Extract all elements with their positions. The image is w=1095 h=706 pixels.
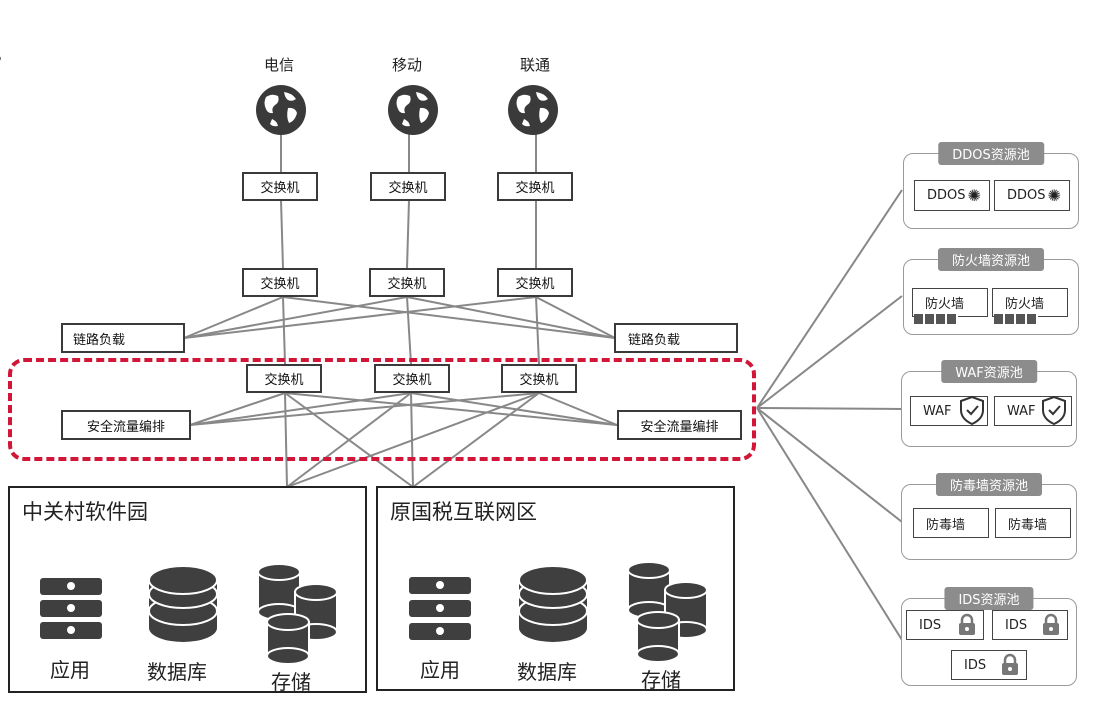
pool-waf: WAF资源池 WAF WAF: [901, 360, 1077, 447]
pool-title: DDOS资源池: [938, 142, 1044, 165]
pool-item-label: 防火墙: [1005, 297, 1045, 312]
link-balancer-left[interactable]: 链路负载: [61, 323, 185, 353]
pool-title: 防火墙资源池: [937, 248, 1045, 271]
switch-row2-b[interactable]: 交换机: [369, 268, 445, 297]
burst-icon: ✺: [1047, 186, 1061, 205]
zone-title: 原国税互联网区: [390, 500, 537, 524]
pool-item-label: IDS: [919, 617, 942, 633]
security-zone-dashed-border: [8, 358, 756, 461]
pool-item-antivirus[interactable]: 防毒墙: [913, 508, 989, 538]
isp-label-unicom: 联通: [520, 56, 551, 74]
pool-item-label: DDOS: [1007, 188, 1046, 203]
switch-row1-telecom[interactable]: 交换机: [242, 172, 318, 201]
pool-antivirus-wall: 防毒墙资源池 防毒墙 防毒墙: [901, 473, 1077, 560]
pool-item-label: 防火墙: [925, 297, 965, 312]
pool-item-label: IDS: [1005, 617, 1028, 633]
clipped-edge-fragment: ˚: [0, 56, 3, 77]
database-icon: [148, 565, 218, 642]
zone-zhongguancun: 中关村软件园 应用 数据库 存储: [8, 486, 367, 694]
isp-label-telecom: 电信: [264, 56, 295, 74]
storage-label: 存储: [641, 668, 681, 692]
storage-label: 存储: [271, 670, 311, 694]
pool-ddos: DDOS资源池 DDOS✺ DDOS✺: [903, 142, 1079, 229]
switch-row3-c[interactable]: 交换机: [501, 364, 577, 393]
app-label: 应用: [50, 658, 90, 682]
switch-row3-a[interactable]: 交换机: [246, 364, 322, 393]
pool-item-ids[interactable]: IDS: [906, 610, 984, 640]
shield-check-icon: [960, 395, 984, 425]
pool-item-ddos[interactable]: DDOS✺: [994, 180, 1070, 211]
shield-check-icon: [1042, 395, 1066, 425]
security-orchestration-left[interactable]: 安全流量编排: [61, 410, 191, 440]
pool-item-firewall[interactable]: 防火墙: [912, 288, 988, 317]
pool-item-antivirus[interactable]: 防毒墙: [995, 508, 1071, 538]
pool-item-ids[interactable]: IDS: [951, 650, 1027, 680]
pool-item-waf[interactable]: WAF: [910, 395, 988, 426]
pool-item-label: 防毒墙: [926, 517, 966, 533]
pool-item-label: DDOS: [927, 188, 966, 203]
pool-item-ids[interactable]: IDS: [992, 610, 1068, 640]
switch-row2-a[interactable]: 交换机: [242, 268, 318, 297]
zone-title: 中关村软件园: [22, 500, 148, 524]
brick-wall-icon: [994, 314, 1038, 324]
server-icon: [409, 577, 471, 640]
pool-item-firewall[interactable]: 防火墙: [992, 288, 1068, 317]
lock-icon: [1002, 653, 1018, 675]
security-orchestration-right[interactable]: 安全流量编排: [617, 410, 742, 440]
isp-label-mobile: 移动: [392, 56, 423, 74]
pool-item-label: IDS: [964, 657, 987, 673]
pool-title: 防毒墙资源池: [935, 473, 1043, 496]
pool-item-waf[interactable]: WAF: [994, 395, 1072, 426]
database-label: 数据库: [147, 660, 207, 684]
pool-ids: IDS资源池 IDS IDS IDS: [901, 587, 1077, 686]
zone-guoshui-internet: 原国税互联网区 应用 数据库 存储: [376, 486, 735, 692]
switch-row2-c[interactable]: 交换机: [497, 268, 573, 297]
app-label: 应用: [420, 658, 460, 682]
pool-title: WAF资源池: [941, 360, 1037, 383]
storage-icon: [257, 563, 338, 665]
database-label: 数据库: [517, 660, 577, 684]
zone-icons: [409, 561, 708, 663]
pool-item-label: 防毒墙: [1008, 517, 1048, 533]
switch-row1-unicom[interactable]: 交换机: [497, 172, 573, 201]
storage-icon: [627, 561, 708, 663]
lock-icon: [1043, 613, 1059, 635]
pool-firewall: 防火墙资源池 防火墙 防火墙: [903, 248, 1079, 335]
database-icon: [518, 565, 588, 642]
pool-item-label: WAF: [923, 403, 952, 419]
pool-item-ddos[interactable]: DDOS✺: [914, 180, 990, 211]
switch-row3-b[interactable]: 交换机: [374, 364, 450, 393]
switch-row1-mobile[interactable]: 交换机: [370, 172, 446, 201]
pool-item-label: WAF: [1007, 403, 1036, 419]
server-icon: [40, 578, 102, 639]
pool-title: IDS资源池: [944, 587, 1034, 610]
burst-icon: ✺: [967, 186, 981, 205]
lock-icon: [959, 613, 975, 635]
brick-wall-icon: [914, 314, 958, 324]
link-balancer-right[interactable]: 链路负载: [614, 323, 738, 353]
zone-icons: [40, 563, 338, 665]
